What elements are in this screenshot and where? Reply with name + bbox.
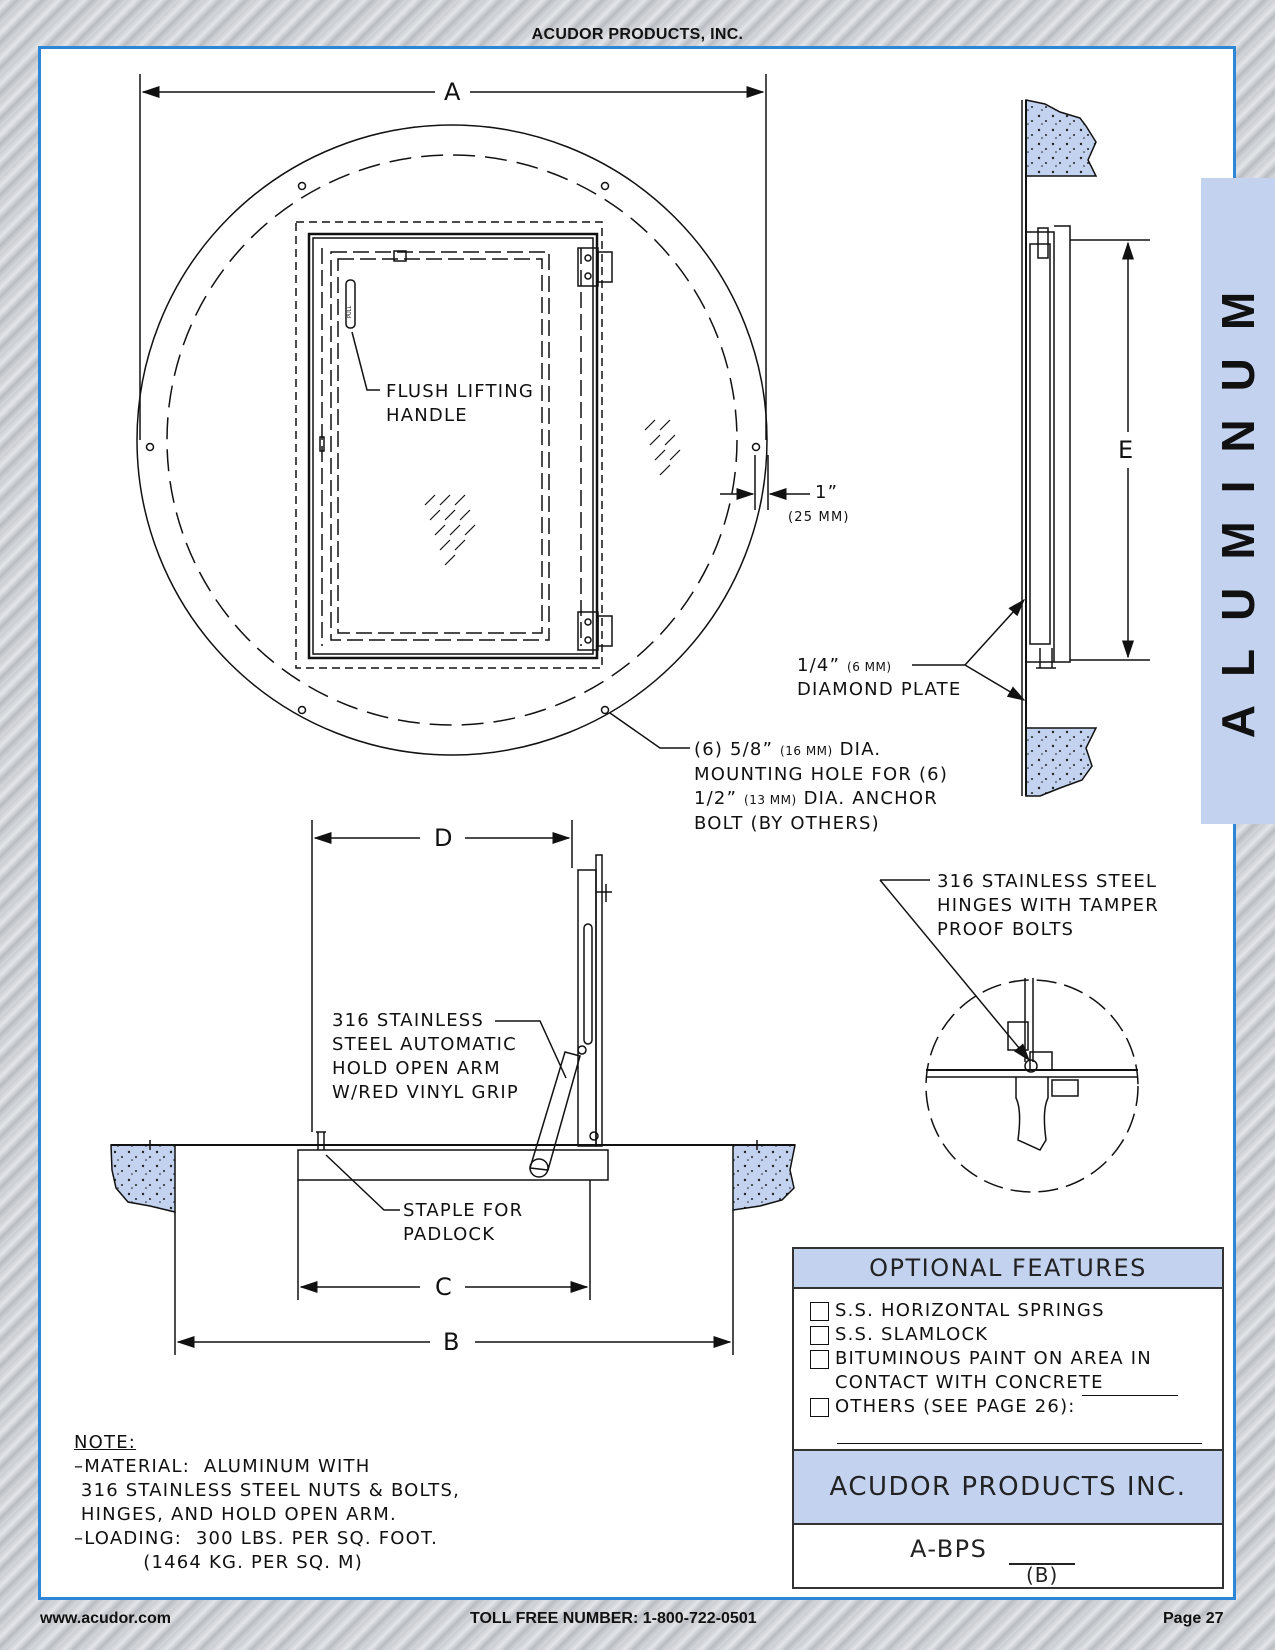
- callout-hinges: 316 STAINLESS STEEL HINGES WITH TAMPER P…: [937, 871, 1159, 940]
- diamond-pattern: [424, 419, 681, 566]
- optional-features-title: OPTIONAL FEATURES: [794, 1249, 1222, 1289]
- callout-one-inch-mm: (25 MM): [788, 510, 850, 525]
- option-label: BITUMINOUS PAINT ON AREA IN: [835, 1348, 1152, 1369]
- optional-features-box: OPTIONAL FEATURES S.S. HORIZONTAL SPRING…: [792, 1247, 1224, 1589]
- hinges-plan: [577, 247, 613, 651]
- dim-b: B: [443, 1328, 459, 1356]
- model-suffix: (B): [1026, 1563, 1059, 1587]
- callout-one-inch: 1”: [815, 482, 839, 503]
- option-label: S.S. SLAMLOCK: [835, 1324, 989, 1345]
- note-title: NOTE:: [74, 1432, 137, 1453]
- option-label: OTHERS (SEE PAGE 26):: [835, 1396, 1076, 1417]
- dim-a: A: [444, 78, 461, 106]
- note-line: 316 STAINLESS STEEL NUTS & BOLTS,: [74, 1480, 461, 1501]
- note-line: –MATERIAL: ALUMINUM WITH: [74, 1456, 371, 1477]
- elevation-view: [110, 820, 796, 1355]
- callout-staple: STAPLE FOR PADLOCK: [403, 1200, 524, 1245]
- dim-d: D: [434, 824, 452, 852]
- model-number: A-BPS: [910, 1535, 988, 1563]
- plan-view: [136, 74, 810, 756]
- callout-diamond-plate-label: DIAMOND PLATE: [797, 679, 962, 700]
- others-blank-line[interactable]: [1081, 1395, 1178, 1396]
- slamlock-checkbox[interactable]: [810, 1326, 829, 1345]
- material-note: NOTE: –MATERIAL: ALUMINUM WITH 316 STAIN…: [74, 1431, 460, 1575]
- hinge-detail: [879, 879, 1139, 1193]
- dim-e: E: [1118, 436, 1133, 464]
- callout-hold-open-arm: 316 STAINLESS STEEL AUTOMATIC HOLD OPEN …: [332, 1010, 519, 1103]
- others-blank-line-2[interactable]: [837, 1427, 1202, 1444]
- option-label: S.S. HORIZONTAL SPRINGS: [835, 1300, 1105, 1321]
- footer-website[interactable]: www.acudor.com: [40, 1610, 171, 1627]
- note-line: HINGES, AND HOLD OPEN ARM.: [74, 1504, 397, 1525]
- mounting-holes: [145, 181, 761, 715]
- header-company: ACUDOR PRODUCTS, INC.: [531, 26, 744, 43]
- callout-diamond-plate: 1/4” (6 MM): [797, 655, 892, 676]
- callout-flush-handle: FLUSH LIFTING HANDLE: [386, 381, 535, 426]
- bituminous-checkbox[interactable]: [810, 1350, 829, 1369]
- model-blank-line: [1009, 1563, 1075, 1565]
- note-line: –LOADING: 300 LBS. PER SQ. FOOT.: [74, 1528, 439, 1549]
- side-section: [912, 99, 1150, 797]
- model-block: A-BPS (B): [794, 1525, 1222, 1587]
- option-continuation: CONTACT WITH CONCRETE: [835, 1372, 1104, 1393]
- footer-page: Page 27: [1163, 1610, 1224, 1627]
- note-line: (1464 KG. PER SQ. M): [74, 1552, 364, 1573]
- callout-mounting-hole: (6) 5/8” (16 MM) DIA. MOUNTING HOLE FOR …: [694, 739, 949, 834]
- dim-c: C: [435, 1273, 452, 1301]
- company-block: ACUDOR PRODUCTS INC.: [794, 1449, 1222, 1525]
- springs-checkbox[interactable]: [810, 1302, 829, 1321]
- footer-phone: TOLL FREE NUMBER: 1-800-722-0501: [470, 1610, 757, 1627]
- handle-marking-icon: PULL: [347, 306, 353, 318]
- others-checkbox[interactable]: [810, 1398, 829, 1417]
- side-tab: ALUMINUM: [1201, 178, 1275, 824]
